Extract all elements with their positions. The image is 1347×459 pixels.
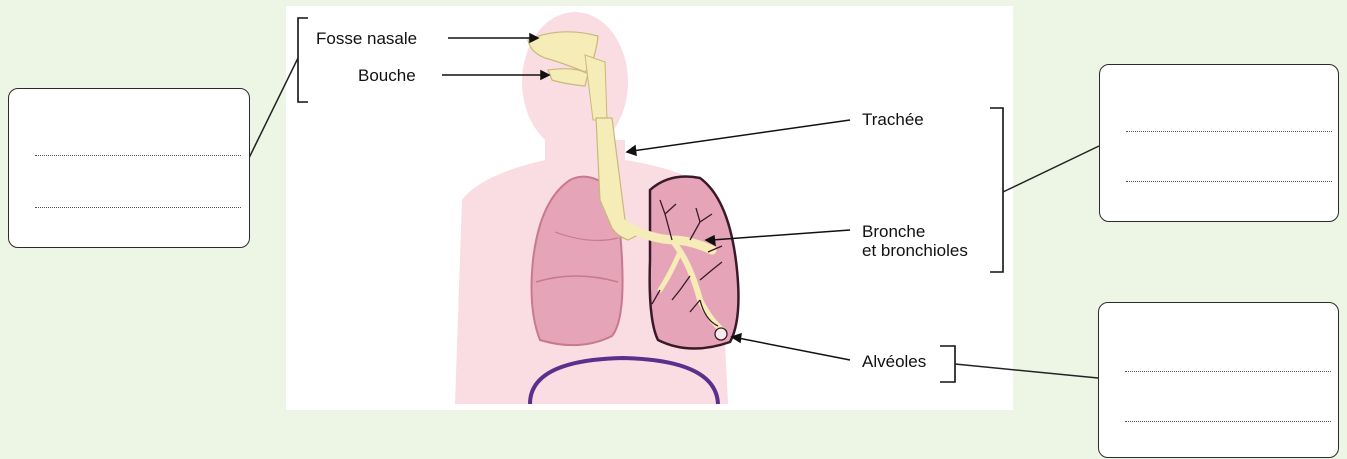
answer-line[interactable] <box>35 155 241 156</box>
answer-box-trachea-bronchi[interactable] <box>1099 64 1339 222</box>
answer-box-upper-airways[interactable] <box>8 88 250 248</box>
alveoli-cluster <box>715 328 727 340</box>
label-bronche: Bronche et bronchioles <box>862 222 968 260</box>
left-lung <box>650 177 739 349</box>
answer-line[interactable] <box>35 207 241 208</box>
answer-line[interactable] <box>1125 421 1331 422</box>
label-fosse-nasale: Fosse nasale <box>316 29 417 48</box>
label-alveoles: Alvéoles <box>862 352 926 371</box>
answer-line[interactable] <box>1126 131 1332 132</box>
label-bouche: Bouche <box>358 66 416 85</box>
label-trachee: Trachée <box>862 110 924 129</box>
answer-line[interactable] <box>1126 181 1332 182</box>
answer-box-alveoli[interactable] <box>1098 302 1339 458</box>
answer-line[interactable] <box>1125 371 1331 372</box>
